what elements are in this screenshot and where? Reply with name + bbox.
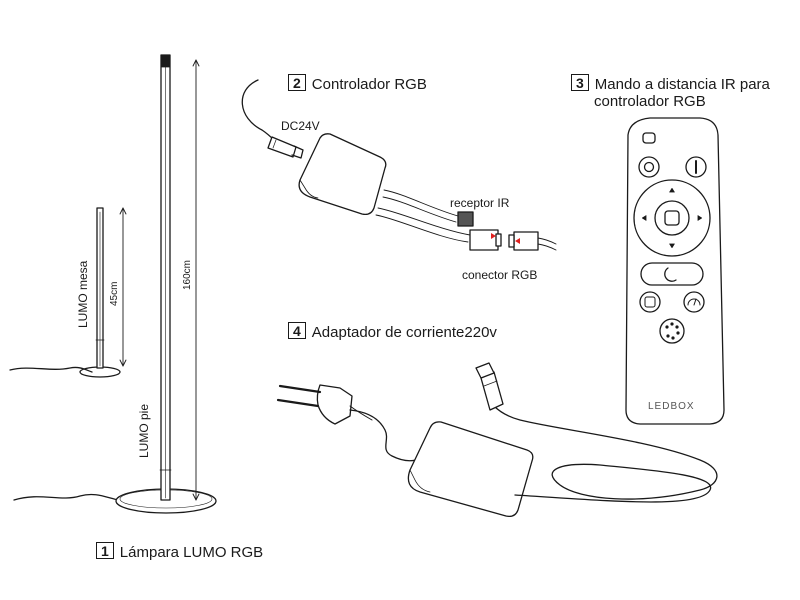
controller-input-cable (241, 79, 276, 142)
rgb-connector-label: conector RGB (462, 268, 538, 282)
ac-cable (349, 409, 417, 462)
floor-lamp (13, 54, 217, 514)
controller-label: 2 Controlador RGB (288, 74, 427, 93)
remote-body (625, 117, 725, 425)
lamp-title: Lámpara LUMO RGB (119, 544, 264, 561)
rgb-connector (469, 229, 557, 251)
adapter-box (407, 421, 534, 518)
ir-receiver-label: receptor IR (450, 196, 510, 210)
controller-title: Controlador RGB (311, 76, 427, 93)
table-lamp (9, 207, 127, 378)
dc24v-label: DC24V (281, 119, 320, 133)
remote-dpad (633, 179, 711, 257)
table-lamp-cable (9, 366, 93, 373)
remote-top-button (642, 132, 656, 144)
adapter-number: 4 (288, 322, 306, 339)
lamp-number: 1 (96, 542, 114, 559)
arrow-right-icon (697, 215, 703, 221)
power-off-icon (638, 156, 660, 178)
lumo-pie-label: LUMO pie (137, 403, 151, 458)
wall-plug (316, 384, 353, 425)
lamp-label: 1 Lámpara LUMO RGB (96, 542, 263, 561)
height-pie-label: 160cm (182, 259, 193, 290)
ok-icon (664, 210, 680, 226)
floor-lamp-cable (13, 493, 119, 501)
remote-number: 3 (571, 74, 589, 91)
remote-title-line2: controlador RGB (594, 93, 706, 110)
remote-brand-logo: LEDBOX (648, 401, 695, 412)
arrow-down-icon (669, 243, 675, 249)
night-mode-button (640, 262, 704, 286)
height-mesa-label: 45cm (109, 281, 120, 306)
controller-output-cable-rgb (377, 207, 471, 236)
remote-label: 3 Mando a distancia IR para (571, 74, 770, 93)
power-on-icon (685, 156, 707, 178)
speed-icon (683, 291, 705, 313)
controller-number: 2 (288, 74, 306, 91)
arrow-left-icon (641, 215, 647, 221)
controller-output-cable-ir (383, 189, 459, 217)
night-mode-icon (664, 267, 677, 282)
ir-remote (625, 117, 725, 425)
adapter-label: 4 Adaptador de corriente220v (288, 322, 497, 341)
rgb-controller (241, 79, 471, 243)
power-adapter (276, 362, 718, 518)
adapter-title: Adaptador de corriente220v (311, 324, 497, 341)
controller-box (298, 133, 387, 216)
remote-title-line1: Mando a distancia IR para (594, 76, 770, 93)
arrow-up-icon (669, 187, 675, 193)
dc-cable (493, 405, 718, 503)
ir-receiver (457, 211, 474, 227)
lumo-mesa-label: LUMO mesa (76, 260, 90, 328)
timer-icon (639, 291, 661, 313)
color-mode-icon (659, 318, 685, 344)
